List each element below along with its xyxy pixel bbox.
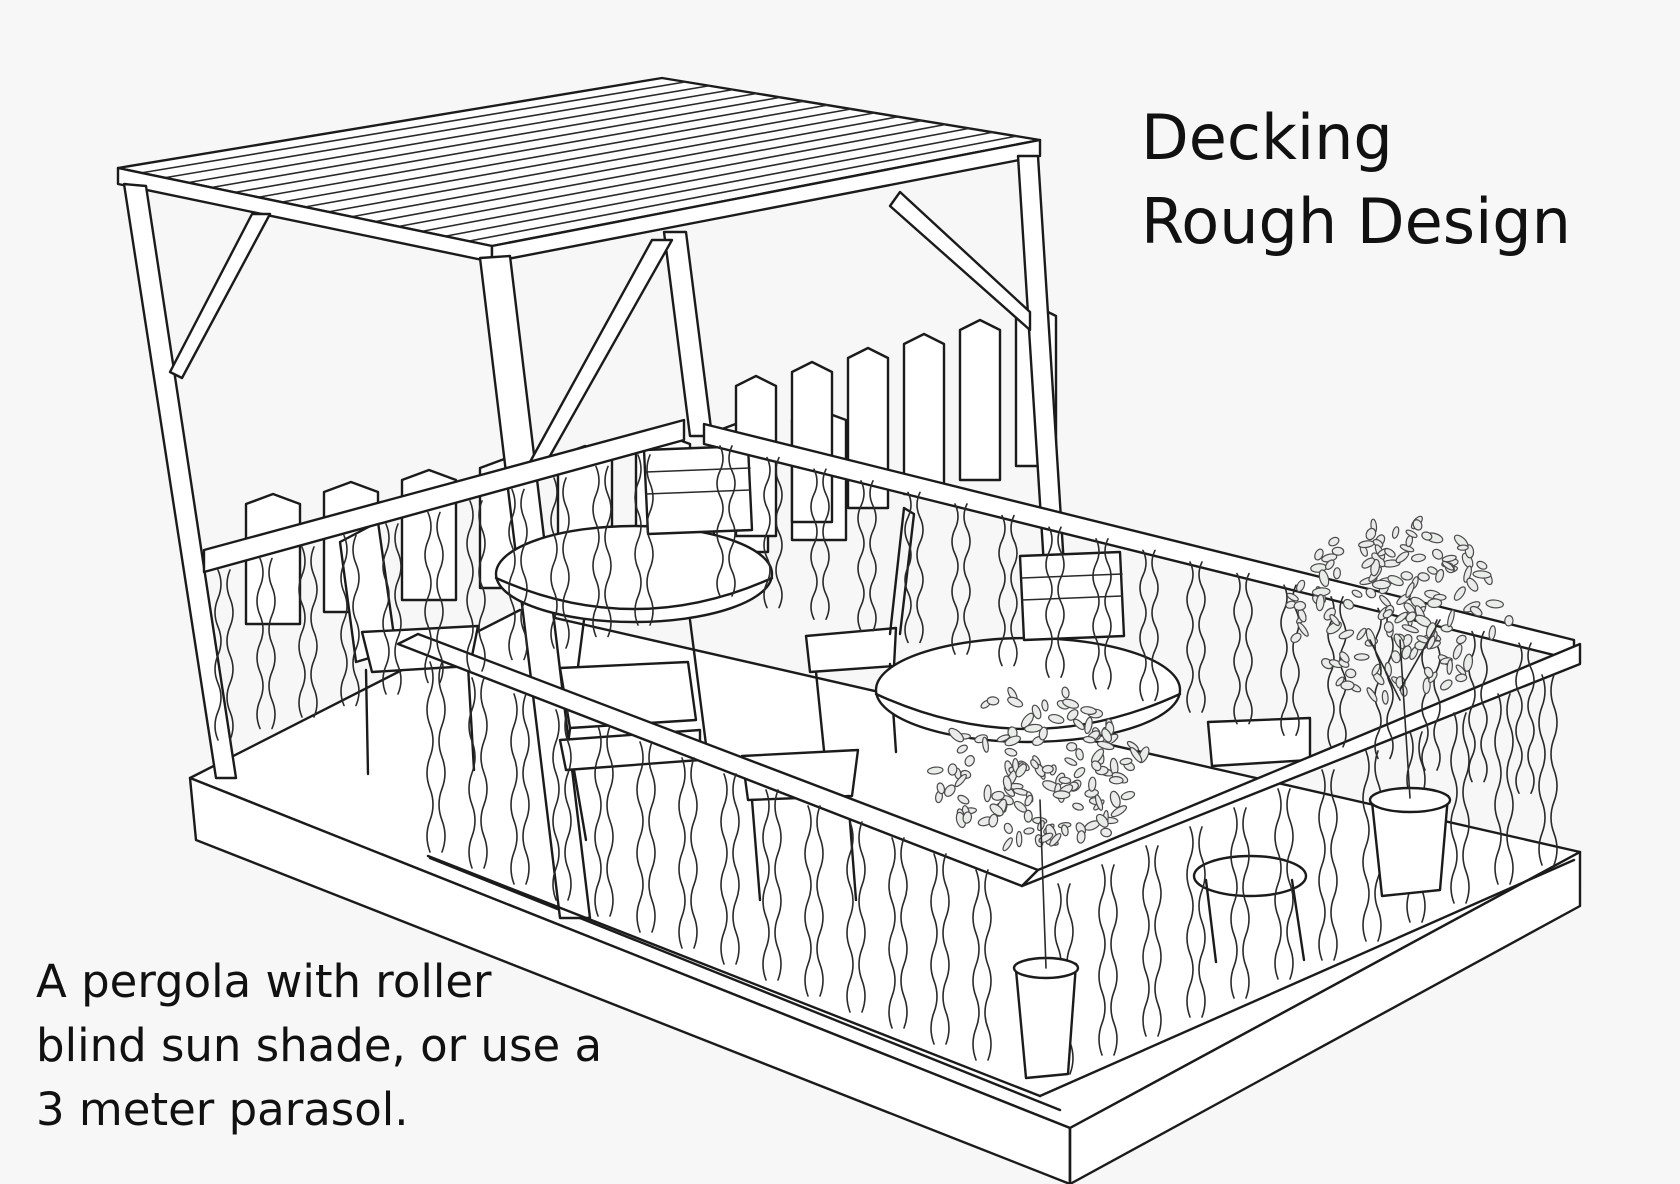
- title-line-2: Rough Design: [1141, 185, 1571, 258]
- note-line-2: blind sun shade, or use a: [36, 1019, 603, 1072]
- note-line-1: A pergola with roller: [36, 955, 492, 1008]
- railing: [202, 418, 1582, 1098]
- plants: [926, 515, 1514, 1080]
- title-line-1: Decking: [1141, 101, 1393, 174]
- drawing-title: Decking Rough Design: [1141, 96, 1571, 264]
- design-note: A pergola with roller blind sun shade, o…: [36, 950, 602, 1142]
- note-line-3: 3 meter parasol.: [36, 1083, 409, 1136]
